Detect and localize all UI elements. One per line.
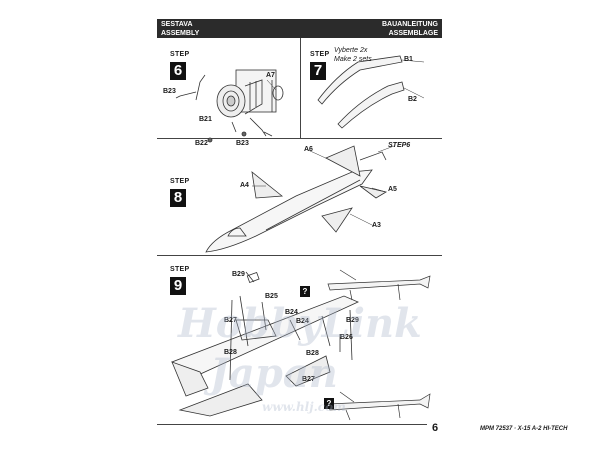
part-label-a6: A6 [304, 146, 313, 153]
step6-engine-drawing [175, 69, 284, 143]
part-label-a7: A7 [266, 72, 275, 79]
frame-divider-vertical [300, 38, 301, 138]
part-label-b29-second: B29 [346, 317, 359, 324]
part-label-b2: B2 [408, 96, 417, 103]
leader-lines [252, 59, 425, 227]
step-word: STEP [170, 266, 190, 273]
step8-aircraft-drawing [205, 145, 388, 253]
step-number: 7 [310, 62, 326, 80]
step7-note-line1: Vyberte 2x [334, 47, 368, 54]
page-number: 6 [432, 422, 439, 434]
part-label-b27-second: B27 [302, 376, 315, 383]
header-right-line1: BAUANLEITUNG [382, 21, 438, 28]
part-label-b25: B25 [265, 293, 278, 300]
watermark-url: www.hlj.com [262, 400, 346, 414]
step7-note: Vyberte 2x Make 2 sets [334, 46, 372, 64]
step-7-badge: STEP 7 [310, 43, 329, 80]
step7-pods-drawing [317, 55, 405, 129]
header-left-line1: SESTAVA [161, 21, 193, 28]
frame-divider-h1 [157, 138, 442, 139]
step-number: 9 [170, 277, 186, 295]
part-label-a5: A5 [388, 186, 397, 193]
part-label-b24: B24 [285, 309, 298, 316]
part-label-b29: B29 [232, 271, 245, 278]
part-label-b23-second: B23 [236, 140, 249, 147]
question-mark-box: ? [300, 286, 310, 297]
watermark-hobbylink: HobbyLink [178, 300, 422, 347]
part-label-b23: B23 [163, 88, 176, 95]
step-6-badge: STEP 6 [170, 43, 189, 80]
header-bar: SESTAVA ASSEMBLY BAUANLEITUNG ASSEMBLAGE [157, 19, 442, 38]
part-label-b1: B1 [404, 56, 413, 63]
step6-reference-label: STEP6 [388, 142, 411, 149]
step7-note-line2: Make 2 sets [334, 56, 372, 63]
header-left: SESTAVA ASSEMBLY [161, 20, 199, 38]
question-mark-box-second: ? [324, 398, 334, 409]
part-label-b27: B27 [224, 317, 237, 324]
side-view-bottom [327, 391, 431, 421]
side-view-top [327, 269, 431, 301]
header-right: BAUANLEITUNG ASSEMBLAGE [382, 20, 438, 38]
step-word: STEP [170, 178, 190, 185]
step-number: 8 [170, 189, 186, 207]
step9-gear-drawing [171, 271, 359, 417]
step-word: STEP [310, 51, 330, 58]
step-8-badge: STEP 8 [170, 170, 189, 207]
step-word: STEP [170, 51, 190, 58]
part-label-b21: B21 [199, 116, 212, 123]
part-label-b22: B22 [195, 140, 208, 147]
part-label-b26: B26 [340, 334, 353, 341]
header-right-line2: ASSEMBLAGE [388, 30, 438, 37]
watermark-japan: Japan [210, 350, 338, 397]
frame-divider-h2 [157, 255, 442, 256]
footer-kit-code: MPM 72537 · X-15 A-2 HI-TECH [480, 426, 568, 432]
part-label-a3: A3 [372, 222, 381, 229]
part-label-b24-second: B24 [296, 318, 309, 325]
step-number: 6 [170, 62, 186, 80]
part-label-a4: A4 [240, 182, 249, 189]
part-label-b28-second: B28 [306, 350, 319, 357]
header-left-line2: ASSEMBLY [161, 30, 200, 37]
step-9-badge: STEP 9 [170, 258, 189, 295]
part-label-b28: B28 [224, 349, 237, 356]
frame-divider-bottom [157, 424, 427, 425]
